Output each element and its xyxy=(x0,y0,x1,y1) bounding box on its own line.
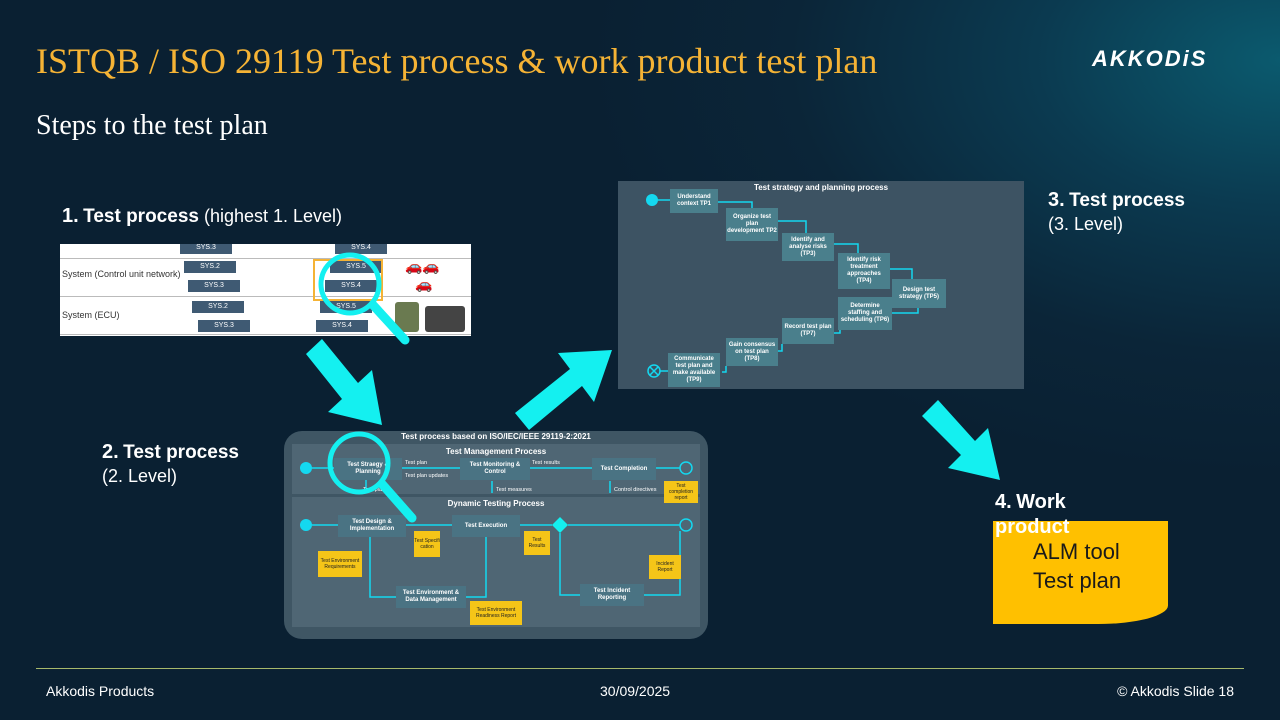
footer-left: Akkodis Products xyxy=(46,683,155,699)
system-levels-screenshot: System (Control unit network) System (EC… xyxy=(60,244,471,336)
label4-num: 4. xyxy=(995,491,1012,513)
akkodis-logo: AKKODiS xyxy=(1092,46,1208,71)
label4-bold: Work product xyxy=(995,491,1070,538)
label2-num: 2. xyxy=(102,441,119,463)
label3-rest: (3. Level) xyxy=(1048,214,1124,234)
note-incident-report: Incident Report xyxy=(649,555,681,579)
note-specification: Test Specifi cation xyxy=(414,531,440,557)
ecu-board-icon xyxy=(395,302,419,332)
label-test-plan: Test plan xyxy=(405,460,428,466)
label-test-process-2: 2. Test process (2. Level) xyxy=(102,440,239,488)
box-monitoring: Test Monitoring & Control xyxy=(460,458,530,480)
label1-rest: (highest 1. Level) xyxy=(198,206,343,226)
sys-box: SYS.3 xyxy=(180,244,232,254)
step-tp2: Organize test plan development TP2 xyxy=(726,208,778,241)
note-readiness-report: Test Environment Readiness Report xyxy=(470,601,522,625)
planning-process-title: Test strategy and planning process xyxy=(753,183,889,192)
box-strategy: Test Straegy & Planning xyxy=(334,458,402,480)
step-tp4: Identify risk treatment approaches (TP4) xyxy=(838,253,890,289)
step-tp8: Gain consensus on test plan (TP8) xyxy=(726,338,778,366)
sys-box: SYS.4 xyxy=(316,320,368,332)
footer-slide-number: © Akkodis Slide 18 xyxy=(1117,683,1234,699)
box-design: Test Design & Implementation xyxy=(338,515,406,537)
work-product-document: ALM tool Test plan xyxy=(993,521,1168,624)
step-tp3: Identify and analyse risks (TP3) xyxy=(782,233,834,261)
test-strategy-planning-screenshot: Test strategy and planning process Under… xyxy=(618,181,1024,389)
page-subtitle: Steps to the test plan xyxy=(36,110,268,141)
sys-box: SYS.5 xyxy=(320,301,372,313)
label-test-plan-updates: Test plan updates xyxy=(405,473,449,479)
note-env-requirements: Test Environment Requirements xyxy=(318,551,362,577)
label2-rest: (2. Level) xyxy=(102,466,178,486)
arrow-down-right-2 xyxy=(922,400,1000,480)
mgmt-title: Test Management Process xyxy=(445,447,547,456)
ecu-housing-icon xyxy=(425,306,465,332)
arrow-up-right xyxy=(515,350,612,430)
footer-divider xyxy=(36,668,1244,669)
label-test-process-1: 1. Test process (highest 1. Level) xyxy=(62,204,362,242)
step-tp6: Determine staffing and scheduling (TP6) xyxy=(838,297,892,330)
step-tp5: Design test strategy (TP5) xyxy=(892,279,946,308)
label-test-process-3: 3. Test process (3. Level) xyxy=(1048,188,1185,236)
sys-box: SYS.4 xyxy=(335,244,387,254)
car-icon: 🚗 xyxy=(415,276,433,292)
test-process-title: Test process based on ISO/IEC/IEEE 29119… xyxy=(401,432,591,441)
step-tp9: Communicate test plan and make available… xyxy=(668,353,720,387)
box-completion: Test Completion xyxy=(592,458,656,480)
label-test-measures: Test measures xyxy=(496,487,532,493)
note-completion-report: Test completion report xyxy=(664,481,698,503)
work-product-line1: ALM tool xyxy=(1033,539,1120,564)
label2-bold: Test process xyxy=(123,442,239,463)
test-process-screenshot: Test process based on ISO/IEC/IEEE 29119… xyxy=(284,431,708,639)
box-incident: Test Incident Reporting xyxy=(580,584,644,606)
label-test-plan-2: Test plan xyxy=(363,487,386,493)
row-label-control-unit: System (Control unit network) xyxy=(62,269,181,279)
sys-box: SYS.2 xyxy=(184,261,236,273)
work-product-text: ALM tool Test plan xyxy=(1033,537,1121,595)
label3-bold: Test process xyxy=(1069,190,1185,211)
box-execution: Test Execution xyxy=(452,515,520,537)
test-process-arrows xyxy=(300,461,693,598)
label-work-product: 4. Work product xyxy=(995,490,1115,540)
label3-num: 3. xyxy=(1048,189,1065,211)
sys-box: SYS.3 xyxy=(188,280,240,292)
step-tp1: Understand context TP1 xyxy=(670,189,718,213)
note-test-results: Test Results xyxy=(524,531,550,555)
label-test-results: Test results xyxy=(532,460,560,466)
planning-flow-arrows xyxy=(646,194,919,378)
row-label-ecu: System (ECU) xyxy=(62,310,120,320)
car-icon: 🚗🚗 xyxy=(405,258,440,274)
label-control-directives: Control directives xyxy=(614,487,657,493)
label1-bold: Test process xyxy=(83,206,199,227)
work-product-line2: Test plan xyxy=(1033,568,1122,593)
step-tp7: Record test plan (TP7) xyxy=(782,318,834,344)
highlight-frame xyxy=(313,259,383,301)
sys-box: SYS.2 xyxy=(192,301,244,313)
sys-box: SYS.3 xyxy=(198,320,250,332)
arrow-down-right-1 xyxy=(306,339,382,425)
box-environment: Test Environment & Data Management xyxy=(396,586,466,608)
page-title: ISTQB / ISO 29119 Test process & work pr… xyxy=(36,41,878,81)
dyn-title: Dynamic Testing Process xyxy=(447,499,545,508)
footer-date: 30/09/2025 xyxy=(600,683,671,699)
label1-num: 1. xyxy=(62,205,79,227)
